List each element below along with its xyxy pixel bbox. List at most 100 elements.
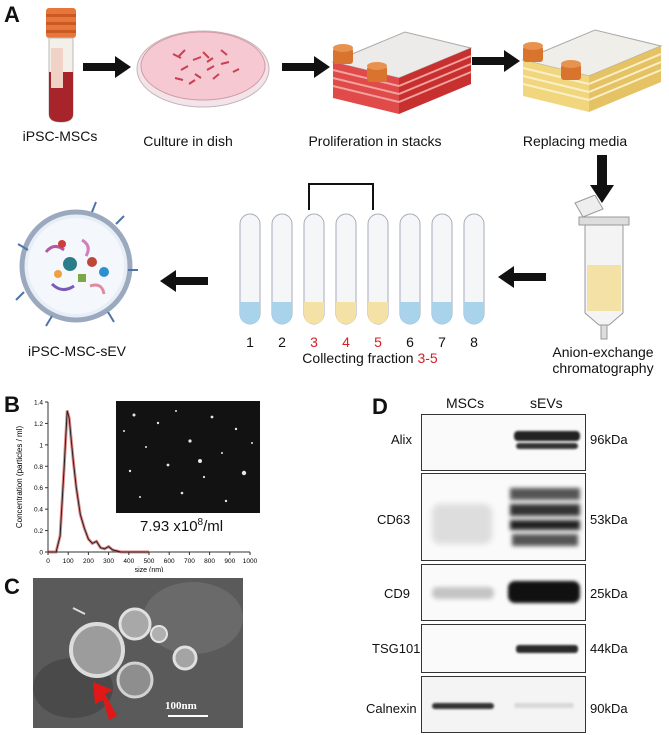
series-line <box>48 410 149 553</box>
x-tick-label: 800 <box>204 558 215 565</box>
y-tick-label: 1.2 <box>34 421 43 428</box>
band-sev-cd9 <box>508 581 580 603</box>
arrow-down-icon <box>590 155 614 203</box>
tube-6 <box>399 213 421 325</box>
tube-5 <box>367 213 389 325</box>
x-tick-label: 100 <box>63 558 74 565</box>
concentration-exponent: 8 <box>197 517 204 528</box>
y-tick-label: 0.6 <box>34 485 43 492</box>
concentration-unit: /ml <box>203 518 224 535</box>
marker-tsg101-label: TSG101 <box>372 641 421 656</box>
tem-image: 100nm <box>33 578 243 728</box>
kda-cd9-label: 25kDa <box>590 586 628 601</box>
panel-c-label: C <box>4 574 20 599</box>
tube-number: 7 <box>438 334 446 350</box>
kda-tsg101-label: 44kDa <box>590 641 628 656</box>
blot-alix <box>421 414 586 471</box>
tube-3 <box>303 213 325 325</box>
blot-cd63 <box>421 473 586 561</box>
fraction-tubes <box>236 210 496 338</box>
band-sev-alix-lower <box>516 443 578 449</box>
tube-2 <box>271 213 293 325</box>
step-chromatography-label: chromatography <box>552 360 654 376</box>
x-tick-label: 300 <box>103 558 114 565</box>
tem-vesicles <box>33 578 243 728</box>
tube-number: 4 <box>342 334 350 350</box>
tube-number: 8 <box>470 334 478 350</box>
panel-a-label: A <box>4 2 20 27</box>
kda-cd63-label: 53kDa <box>590 512 628 527</box>
step-anion-exchange-label: Anion-exchange <box>552 344 654 360</box>
kda-calnexin-label: 90kDa <box>590 701 628 716</box>
panel-b-label: B <box>4 392 20 417</box>
y-tick-label: 0.4 <box>34 507 43 514</box>
step-replacing-media-label: Replacing media <box>522 133 628 149</box>
panel-d-label: D <box>372 394 388 419</box>
y-tick-label: 1 <box>39 442 43 449</box>
nta-particles <box>123 410 253 503</box>
x-tick-label: 1000 <box>243 558 258 565</box>
fraction-prefix: Collecting fraction <box>302 350 418 366</box>
x-tick-label: 500 <box>144 558 155 565</box>
band-mscs-cd9 <box>432 587 494 599</box>
fraction-range: 3-5 <box>417 350 438 366</box>
scale-bar-label: 100nm <box>165 700 197 712</box>
tube-4 <box>335 213 357 325</box>
band-sev-cd63 <box>510 504 580 516</box>
column-mscs-label: MSCs <box>446 395 485 411</box>
x-tick-label: 700 <box>184 558 195 565</box>
cell-stack-yellow-icon <box>521 29 663 112</box>
nta-video-snapshot <box>116 401 260 513</box>
band-sev-cd63 <box>512 534 578 546</box>
blot-tsg101 <box>421 624 586 673</box>
band-sev-cd63 <box>510 520 580 530</box>
red-arrow-icon <box>93 682 117 720</box>
y-tick-label: 0.8 <box>34 464 43 471</box>
band-mscs-cd63 <box>432 504 492 544</box>
band-mscs-calnexin <box>432 703 494 709</box>
petri-dish-icon <box>136 30 270 108</box>
marker-cd63-label: CD63 <box>377 512 411 527</box>
x-tick-label: 200 <box>83 558 94 565</box>
arrow-right-icon <box>282 56 330 78</box>
tube-number: 5 <box>374 334 382 350</box>
y-tick-label: 1.4 <box>34 400 43 407</box>
y-tick-label: 0 <box>39 550 43 557</box>
tube-1 <box>239 213 261 325</box>
fraction-bracket <box>308 183 374 210</box>
arrow-left-icon <box>160 270 208 292</box>
x-tick-label: 900 <box>224 558 235 565</box>
collecting-fraction-label: Collecting fraction 3-5 <box>260 350 480 366</box>
band-sev-tsg101 <box>516 645 578 653</box>
y-axis-label: Concentration (particles / ml) <box>15 426 24 529</box>
x-tick-label: 0 <box>46 558 50 565</box>
marker-alix-label: Alix <box>391 432 412 447</box>
tube-number: 6 <box>406 334 414 350</box>
band-sev-calnexin <box>514 703 574 708</box>
x-axis-label: size (nm) <box>135 567 164 572</box>
marker-cd9-label: CD9 <box>384 586 411 601</box>
concentration-mantissa: 7.93 x10 <box>140 518 198 535</box>
tube-7 <box>431 213 453 325</box>
kda-alix-label: 96kDa <box>590 432 628 447</box>
arrow-right-icon <box>83 56 131 78</box>
step-ipsc-mscs-label: iPSC-MSCs <box>22 128 98 144</box>
chromatography-column-icon <box>574 195 630 340</box>
product-label: iPSC-MSC-sEV <box>27 343 126 359</box>
cell-stack-red-icon <box>331 31 473 114</box>
blot-calnexin <box>421 676 586 733</box>
tube-number: 3 <box>310 334 318 350</box>
x-tick-label: 400 <box>123 558 134 565</box>
arrow-right-icon <box>472 50 520 72</box>
step-proliferation-label: Proliferation in stacks <box>308 133 442 149</box>
nta-concentration-label: 7.93 x108/ml <box>140 517 223 535</box>
cryovial-icon <box>46 8 76 123</box>
x-tick-label: 600 <box>164 558 175 565</box>
tube-number: 2 <box>278 334 286 350</box>
tube-8 <box>463 213 485 325</box>
band-sev-alix <box>514 431 580 441</box>
tube-number: 1 <box>246 334 254 350</box>
band-sev-cd63 <box>510 488 580 500</box>
marker-calnexin-label: Calnexin <box>366 701 417 716</box>
